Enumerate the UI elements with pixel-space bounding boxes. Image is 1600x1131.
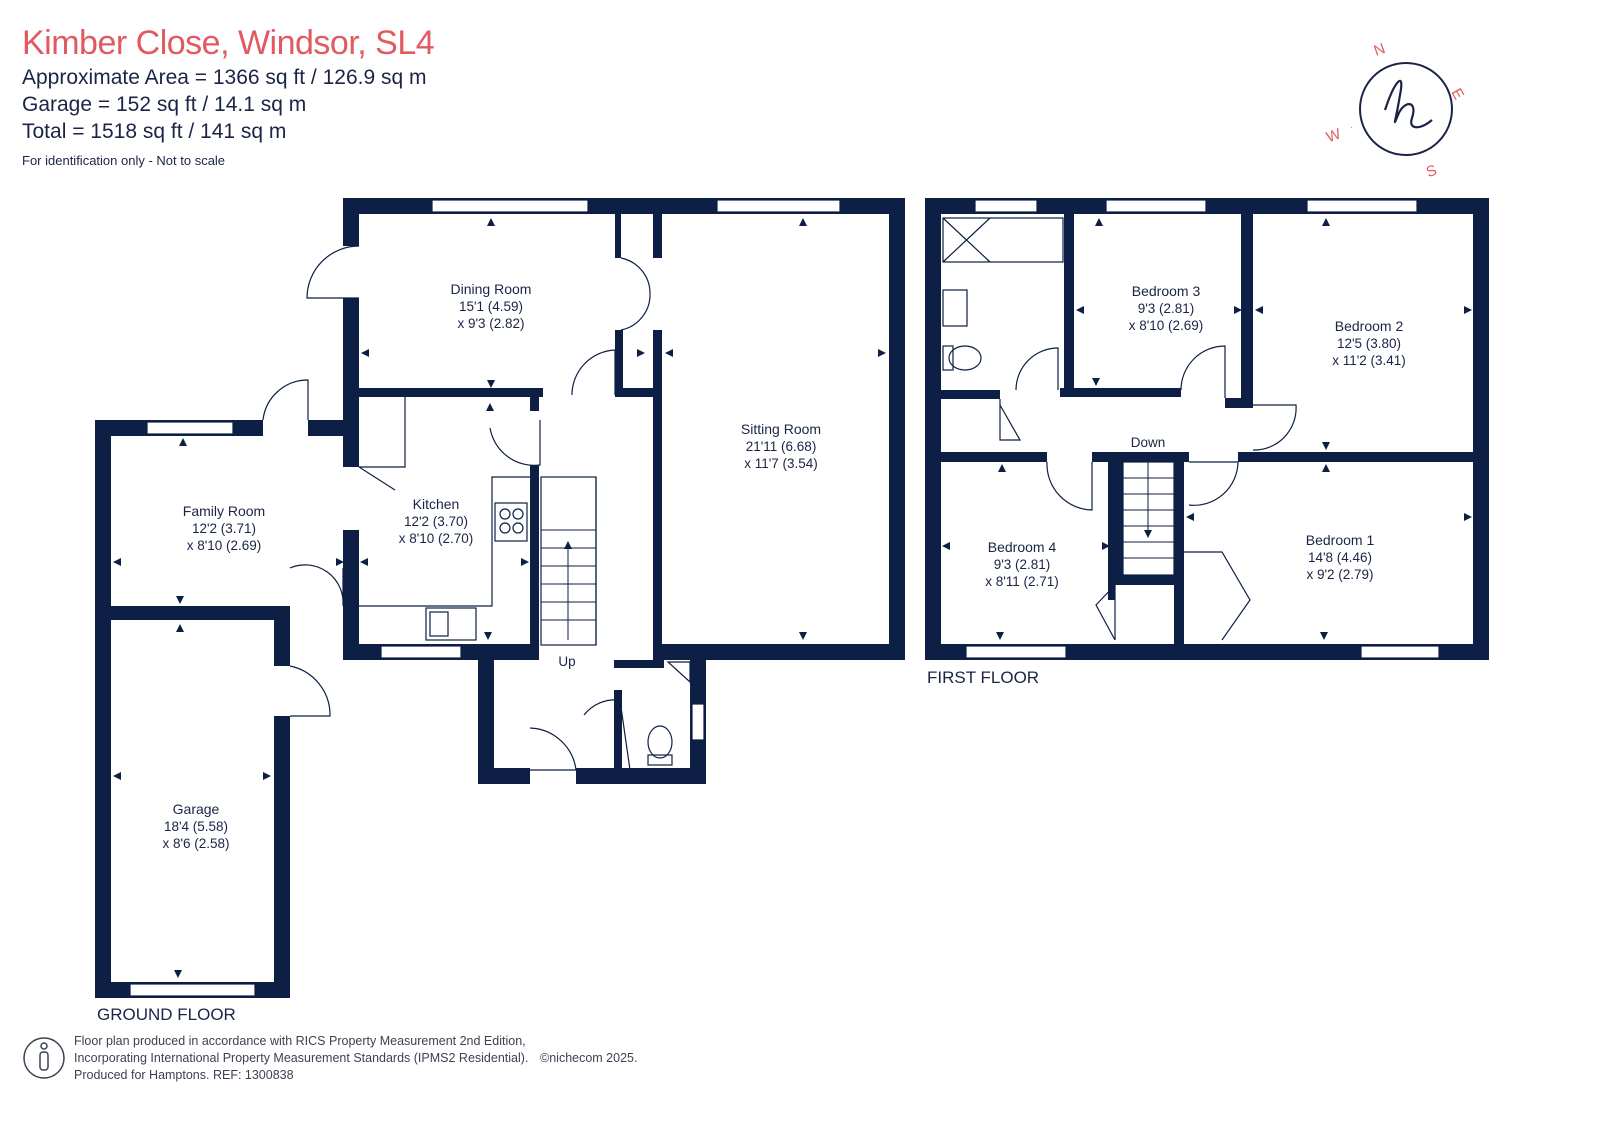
compass-icon: N E S W · [1324,40,1467,181]
bedroom2-dim2: x 11'2 (3.41) [1332,353,1406,368]
kitchen-dim2: x 8'10 (2.70) [399,531,474,546]
logo-h-icon [1383,79,1433,129]
toilet-icon [948,345,982,371]
sitting-room-dim1: 21'11 (6.68) [746,439,817,454]
first-floor-label: FIRST FLOOR [927,668,1039,687]
scale-note: For identification only - Not to scale [22,153,226,168]
bedroom1-name: Bedroom 1 [1306,532,1375,548]
dining-room-dim1: 15'1 (4.59) [459,299,523,314]
page-title: Kimber Close, Windsor, SL4 [22,24,435,62]
ground-dimension-arrows [113,218,886,978]
basin-icon [942,289,968,327]
copyright: ©nichecom 2025. [540,1051,638,1065]
wc-fittings [647,661,691,766]
svg-text:·: · [1350,122,1353,133]
ground-stairs [540,476,597,646]
footer-line1: Floor plan produced in accordance with R… [74,1034,526,1048]
footer-line2: Incorporating International Property Mea… [74,1051,529,1065]
total-area: Total = 1518 sq ft / 141 sq m [22,120,287,143]
kitchen-name: Kitchen [413,496,460,512]
compass-n: N [1372,40,1388,60]
bedroom2-name: Bedroom 2 [1335,318,1404,334]
compass-w: W [1324,125,1344,146]
ground-floor-windows [129,199,841,997]
bedroom4-dim1: 9'3 (2.81) [994,557,1051,572]
kitchen-dim1: 12'2 (3.70) [404,514,468,529]
dining-room-dim2: x 9'3 (2.82) [457,316,524,331]
sitting-room-dim2: x 11'7 (3.54) [744,456,818,471]
garage-area: Garage = 152 sq ft / 14.1 sq m [22,93,307,116]
basin-icon [666,661,691,684]
bedroom3-dim1: 9'3 (2.81) [1138,301,1195,316]
family-room-name: Family Room [183,503,265,519]
info-person-icon [23,1037,65,1079]
ground-floor-doors [262,245,651,771]
kitchen-fittings [359,476,530,641]
first-stairs [1122,461,1175,576]
bedroom1-dim2: x 9'2 (2.79) [1306,567,1373,582]
garage-name: Garage [173,801,220,817]
approx-area: Approximate Area = 1366 sq ft / 126.9 sq… [22,66,427,89]
family-room-dim2: x 8'10 (2.69) [187,538,262,553]
bedroom1-dim1: 14'8 (4.46) [1308,550,1372,565]
toilet-icon [647,725,673,759]
compass-s: S [1424,162,1439,181]
first-floor-walls [925,198,1489,660]
bath-icon [942,217,1064,263]
dining-room-name: Dining Room [451,281,532,297]
stairs-down-label: Down [1131,435,1166,450]
sitting-room-name: Sitting Room [741,421,821,437]
family-room-dim1: 12'2 (3.71) [192,521,256,536]
garage-dim1: 18'4 (5.58) [164,819,228,834]
first-floor-windows [965,199,1440,659]
first-dimension-arrows [942,218,1472,640]
hob-icon [494,502,528,542]
bathroom-fittings [942,217,1064,371]
ground-floor-label: GROUND FLOOR [97,1005,236,1024]
bedroom3-dim2: x 8'10 (2.69) [1129,318,1204,333]
garage-dim2: x 8'6 (2.58) [162,836,229,851]
footer-line3: Produced for Hamptons. REF: 1300838 [74,1068,294,1082]
bedroom4-dim2: x 8'11 (2.71) [985,574,1059,589]
stairs-up-label: Up [558,654,575,669]
first-floor-doors [999,345,1297,641]
bedroom4-name: Bedroom 4 [988,539,1057,555]
bedroom3-name: Bedroom 3 [1132,283,1201,299]
bedroom2-dim1: 12'5 (3.80) [1337,336,1401,351]
sink-icon [425,607,477,641]
